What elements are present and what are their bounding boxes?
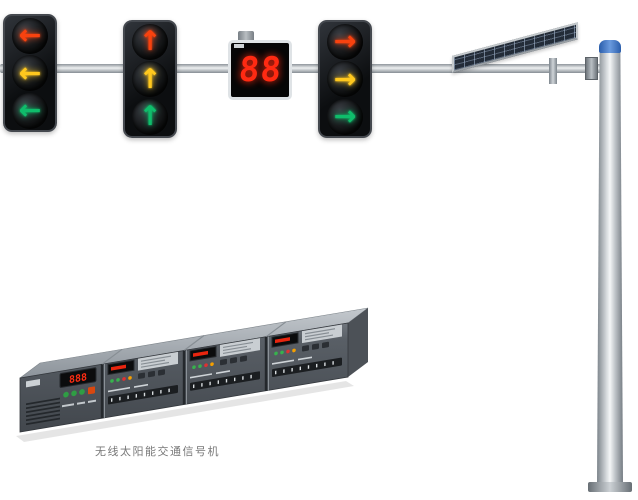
green-button <box>71 390 77 397</box>
module3-text-row <box>190 370 230 379</box>
traffic-signal-head-straight: ↑ ↑ ↑ <box>123 20 177 138</box>
module1-text-row <box>62 399 96 408</box>
left-arrow-icon: ← <box>18 95 42 126</box>
module1-label <box>26 378 40 388</box>
green-led <box>110 379 114 383</box>
vent-grill <box>26 397 60 426</box>
green-lens: ← <box>12 92 48 129</box>
up-arrow-icon: ↑ <box>138 26 162 57</box>
right-arrow-icon: → <box>333 26 357 57</box>
right-arrow-icon: → <box>333 63 357 95</box>
vertical-pole <box>597 50 623 484</box>
mast-arm <box>0 64 604 73</box>
controller-module-1: 888 <box>26 367 97 426</box>
red-lens: → <box>327 23 363 60</box>
green-lens: → <box>327 98 363 135</box>
green-led <box>274 351 278 356</box>
module3-label-lines <box>223 341 253 355</box>
module4-terminal-strip <box>272 357 342 378</box>
module2-label-lines <box>141 355 171 368</box>
yellow-lens: → <box>327 61 363 97</box>
left-arrow-icon: ← <box>18 57 42 89</box>
green-button <box>63 391 69 398</box>
pole-cap <box>599 40 621 53</box>
red-led <box>286 349 290 354</box>
solar-panel-support-post <box>549 58 557 84</box>
module4-buttons <box>302 341 329 352</box>
countdown-label-tag <box>234 44 244 48</box>
module4-label-lines <box>305 328 335 341</box>
red-button <box>88 386 95 395</box>
up-arrow-icon: ↑ <box>138 63 162 95</box>
amber-led <box>210 362 214 367</box>
signal-controller-unit: 888 <box>16 307 369 442</box>
green-lens: ↑ <box>132 98 168 135</box>
green-led <box>192 365 196 370</box>
pole-base-flange <box>588 482 632 492</box>
controller-module-gap-highlights <box>104 336 269 418</box>
module3-display-digits <box>193 350 208 357</box>
controller-top-seams <box>101 321 287 365</box>
module3-buttons <box>220 355 247 366</box>
module2-buttons <box>138 369 165 379</box>
controller-right-end <box>348 308 368 377</box>
left-arrow-icon: ← <box>18 20 42 51</box>
module1-display-bezel <box>59 367 97 388</box>
green-button <box>79 389 85 395</box>
controller-module-2 <box>107 351 178 405</box>
traffic-signal-head-right: → → → <box>318 20 372 138</box>
green-led <box>198 364 202 369</box>
controller-shadow <box>16 381 354 442</box>
controller-module-4 <box>271 324 342 378</box>
module3-terminal-strip <box>190 371 260 391</box>
red-lens: ↑ <box>132 23 168 60</box>
yellow-lens: ↑ <box>132 61 168 97</box>
controller-display: 888 <box>69 372 87 386</box>
product-caption: 无线太阳能交通信号机 <box>95 446 220 458</box>
module4-text-row <box>272 356 312 365</box>
arm-pole-bracket <box>585 57 598 80</box>
up-arrow-icon: ↑ <box>138 101 162 132</box>
green-led <box>280 350 284 355</box>
red-led <box>122 377 126 381</box>
countdown-digits: 88 <box>236 50 284 90</box>
red-lens: ← <box>12 17 48 54</box>
controller-module-gaps <box>100 336 268 419</box>
countdown-timer: 88 <box>228 40 292 100</box>
traffic-signal-head-left: ← ← ← <box>3 14 57 132</box>
amber-led <box>128 376 132 380</box>
green-led <box>116 378 120 382</box>
red-led <box>204 363 208 368</box>
yellow-lens: ← <box>12 55 48 91</box>
module2-terminal-strip <box>108 385 178 405</box>
controller-module-3 <box>189 338 260 391</box>
right-arrow-icon: → <box>333 101 357 132</box>
amber-led <box>292 348 296 353</box>
module2-display-digits <box>111 364 126 371</box>
module2-text-row <box>108 383 148 393</box>
module4-display-digits <box>275 337 290 344</box>
